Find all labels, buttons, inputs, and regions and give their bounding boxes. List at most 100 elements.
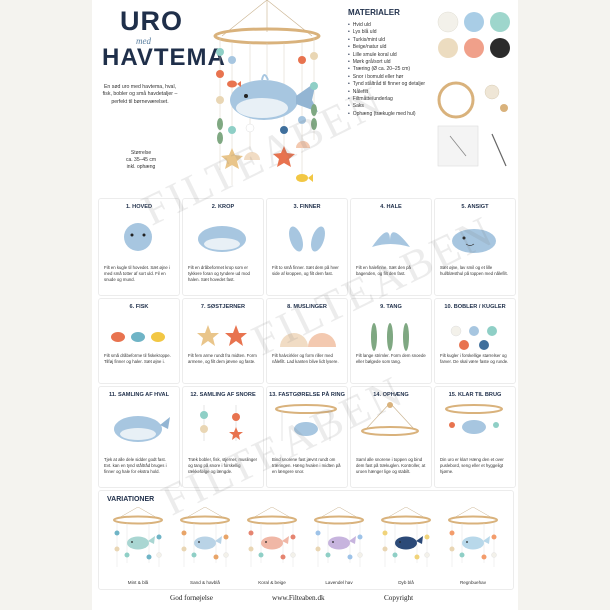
variation-item: Mint & blå bbox=[107, 506, 169, 587]
starfish-icon bbox=[221, 146, 295, 169]
step-title: 9. TANG bbox=[380, 304, 402, 310]
materials-title: MATERIALER bbox=[348, 8, 400, 17]
step-title: 11. SAMLING AF HVAL bbox=[109, 392, 169, 398]
step-title: 12. SAMLING AF SNORE bbox=[190, 392, 256, 398]
material-item: Tynd ståltråd til finner og detaljer bbox=[348, 81, 444, 88]
variation-label: Dyb blå bbox=[398, 580, 414, 585]
string-spool-icon bbox=[484, 84, 500, 100]
fish-icon bbox=[227, 80, 313, 182]
variation-label: Lavendel hav bbox=[325, 580, 353, 585]
variation-mobile-image bbox=[180, 506, 230, 567]
step-text: Filt små dråbeforme til fiskekroppe. Til… bbox=[104, 353, 171, 364]
hero-mobile-image bbox=[213, 0, 321, 185]
step-title: 5. ANSIGT bbox=[461, 204, 489, 210]
variation-label: Mint & blå bbox=[127, 580, 149, 585]
material-item: Turkis/mint uld bbox=[348, 37, 444, 44]
size-note: inkl. ophæng bbox=[126, 164, 156, 170]
variation-item: Lavendel hav bbox=[308, 506, 370, 587]
step-card: 15. KLAR TIL BRUG Din uro er klar! Hæng d… bbox=[434, 386, 516, 488]
step-card: 5. ANSIGT Sæt øjne, lav smil og et lille … bbox=[434, 198, 516, 296]
footer-greeting: God fornøjelse bbox=[170, 594, 213, 602]
step-text: Filt en dråbeformet krop som er tykkere … bbox=[188, 265, 250, 282]
step-title: 3. FINNER bbox=[293, 204, 321, 210]
whale-icon bbox=[395, 536, 423, 550]
footer-website: www.Filteaben.dk bbox=[272, 594, 325, 602]
step-title: 10. BOBLER / KUGLER bbox=[444, 304, 506, 310]
step-title: 8. MUSLINGER bbox=[287, 304, 327, 310]
felting-needle-icon bbox=[449, 135, 467, 157]
shell-icon bbox=[244, 141, 310, 160]
variation-mobile-image bbox=[247, 506, 297, 567]
variation-mobile-image bbox=[381, 506, 431, 567]
step-title: 6. FISK bbox=[129, 304, 149, 310]
whale-icon bbox=[127, 536, 155, 550]
materials-image bbox=[437, 11, 510, 167]
step-card: 10. BOBLER / KUGLER Filt kugler i forskel… bbox=[434, 298, 516, 384]
step-title: 2. KROP bbox=[211, 204, 235, 210]
variation-label: Sand & havblå bbox=[190, 580, 220, 585]
step-card: 1. HOVED Filt en kugle til hovedet. Sæt ø… bbox=[98, 198, 180, 296]
step-image bbox=[114, 416, 170, 442]
step-text: Filt kugler i forskellige størrelser og … bbox=[440, 353, 509, 364]
title-havtema: HAVTEMA bbox=[102, 44, 226, 71]
variation-label: Koral & beige bbox=[258, 580, 286, 585]
footer-copyright: Copyright bbox=[384, 594, 414, 602]
wool-swatches-icon bbox=[437, 11, 510, 58]
size-info: Størrelse ca. 35–45 cm inkl. ophæng bbox=[108, 150, 174, 171]
step-text: Filt lange strimler. Form dem snoede ell… bbox=[356, 353, 426, 364]
step-image bbox=[198, 226, 246, 252]
size-value: ca. 35–45 cm bbox=[125, 157, 157, 163]
step-title: 15. KLAR TIL BRUG bbox=[448, 392, 502, 398]
variation-item: Regnbuehav bbox=[442, 506, 504, 587]
step-text: Sæt øjne, lav smil og et lille hul/blæst… bbox=[440, 265, 508, 276]
step-title: 13. FASTGØRELSE PÅ RING bbox=[269, 392, 345, 398]
step-image bbox=[450, 325, 497, 350]
variation-mobile-image bbox=[113, 506, 163, 567]
scissors-icon bbox=[491, 133, 507, 167]
step-text: Tjek at alle dele sidder godt fast. Evt.… bbox=[104, 457, 167, 474]
variation-item: Sand & havblå bbox=[174, 506, 236, 587]
step-title: 1. HOVED bbox=[125, 204, 153, 210]
variations-title: VARIATIONER bbox=[107, 496, 155, 503]
variation-mobile-image bbox=[314, 506, 364, 567]
step-card: 2. KROP Filt en dråbeformet krop som er t… bbox=[182, 198, 264, 296]
step-text: Træk bobler, fisk, stjerner, muslinger o… bbox=[188, 457, 258, 474]
material-item: Saks bbox=[348, 103, 444, 110]
felt-balls-icon bbox=[216, 48, 318, 134]
step-image bbox=[361, 402, 419, 436]
step-image bbox=[452, 229, 496, 253]
whale-icon bbox=[462, 536, 490, 550]
whale-icon bbox=[230, 74, 318, 120]
step-title: 7. SØSTJERNER bbox=[200, 304, 246, 310]
step-title: 14. OPHÆNG bbox=[373, 392, 409, 398]
step-card: 9. TANG Filt lange strimler. Form dem sno… bbox=[350, 298, 432, 384]
step-text: Filt halvcirkler og form riller med nåle… bbox=[272, 353, 339, 364]
whale-icon bbox=[261, 536, 289, 550]
material-item: Snor i bomuld eller hør bbox=[348, 74, 444, 81]
whale-icon bbox=[194, 536, 222, 550]
material-item: Mørk grå/sort uld bbox=[348, 59, 444, 66]
material-item: Filtmåtte/underlag bbox=[348, 96, 444, 103]
step-image bbox=[197, 325, 247, 346]
step-card: 12. SAMLING AF SNORE Træk bobler, fisk, s… bbox=[182, 386, 264, 488]
step-title: 4. HALE bbox=[380, 204, 402, 210]
material-item: Ophæng (trækugle med hul) bbox=[348, 111, 444, 118]
step-card: 8. MUSLINGER Filt halvcirkler og form ril… bbox=[266, 298, 348, 384]
size-label: Størrelse bbox=[130, 150, 152, 156]
title-uro: URO bbox=[120, 6, 183, 36]
step-image bbox=[372, 232, 410, 247]
step-text: Filt en kugle til hovedet. Sæt øjne i me… bbox=[104, 265, 170, 282]
pattern-sheet: URO med HAVTEMA En sød uro med havtema, … bbox=[92, 0, 518, 610]
variation-label: Regnbuehav bbox=[459, 580, 487, 585]
step-image bbox=[371, 323, 409, 351]
step-text: Din uro er klar! Hæng den et over pusleb… bbox=[440, 457, 504, 474]
material-item: Lille smule koral uld bbox=[348, 52, 444, 59]
step-image bbox=[289, 226, 325, 252]
wood-ring-icon bbox=[437, 81, 475, 119]
step-card: 11. SAMLING AF HVAL Tjek at alle dele sid… bbox=[98, 386, 180, 488]
variations-section: VARIATIONER Mint & blå Sand & havblå Koral… bbox=[98, 490, 514, 590]
material-item: Beige/natur uld bbox=[348, 44, 444, 51]
step-image bbox=[275, 404, 337, 441]
